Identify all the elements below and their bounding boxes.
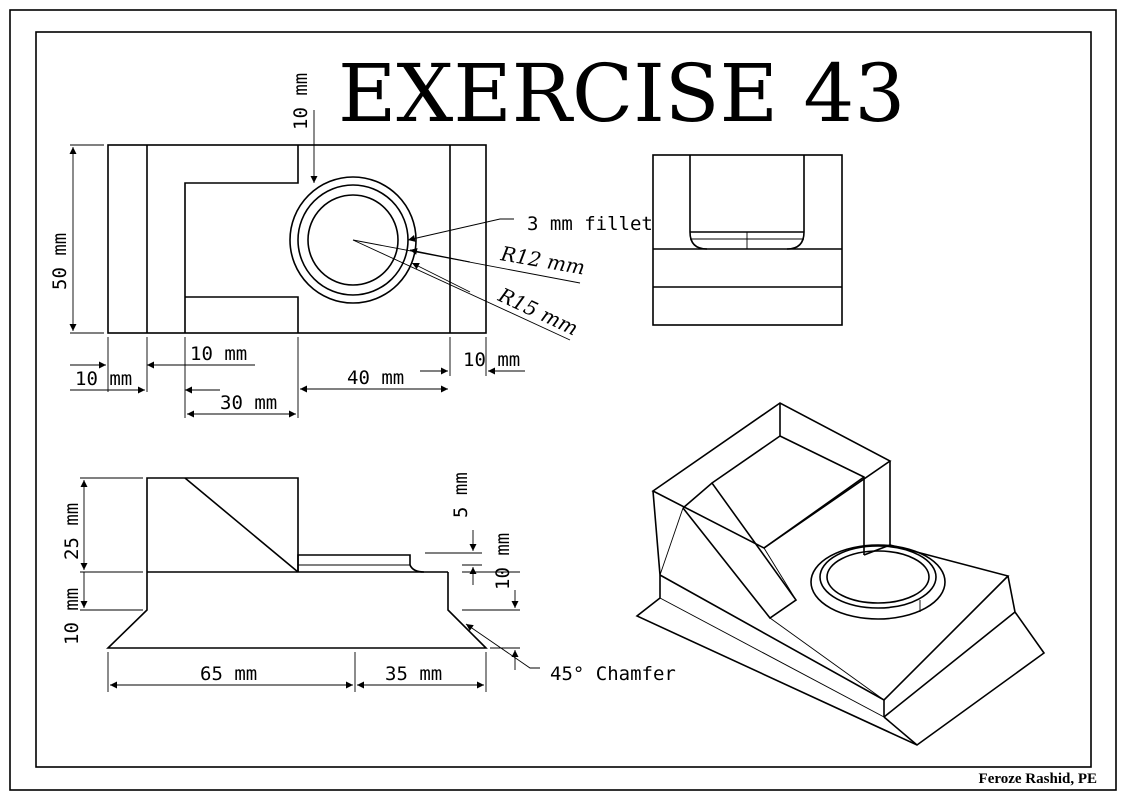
dim-right-length: 35 mm (385, 663, 442, 685)
radius-r12: R12 mm (498, 241, 587, 280)
dim-height-50: 50 mm (49, 233, 71, 290)
dim-hole-offset: 10 mm (290, 73, 312, 130)
dim-slot-width: 30 mm (220, 392, 277, 414)
side-view (652, 154, 843, 326)
isometric-view (635, 402, 1046, 746)
page-title: EXERCISE 43 (338, 47, 905, 140)
boss-outer-circle (289, 176, 417, 304)
dim-lower-height: 10 mm (61, 588, 83, 645)
dim-right: 10 mm (463, 349, 520, 371)
front-view: 25 mm 10 mm 5 mm 10 mm 45° Chamfer 65 mm… (61, 472, 676, 692)
dim-left-b: 10 mm (75, 368, 132, 390)
outer-border (9, 9, 1117, 791)
fillet-callout: 3 mm fillet (527, 213, 653, 235)
boss-inner-circle (307, 194, 399, 286)
author-credit: Feroze Rashid, PE (979, 771, 1097, 787)
dim-left-length: 65 mm (200, 663, 257, 685)
dim-hole-x: 40 mm (347, 367, 404, 389)
dim-boss-height: 5 mm (450, 472, 472, 518)
inner-border (35, 31, 1092, 768)
chamfer-callout: 45° Chamfer (550, 663, 676, 685)
dim-upper-height: 25 mm (61, 503, 83, 560)
dim-base-step: 10 mm (492, 533, 514, 590)
dim-left-a: 10 mm (190, 343, 247, 365)
